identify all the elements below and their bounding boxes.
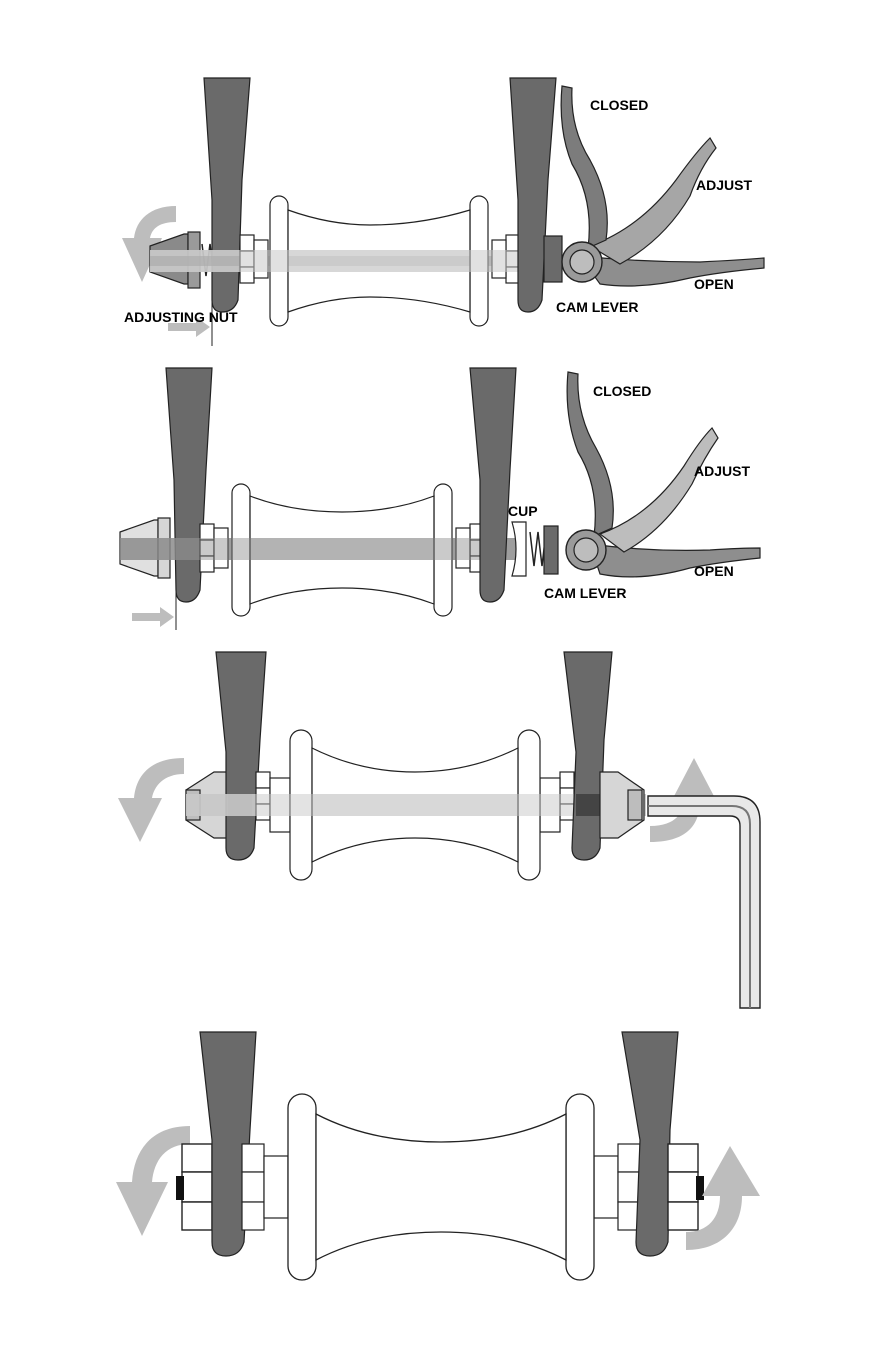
hub-body [316,1114,566,1260]
label-adjust: ADJUST [694,463,750,479]
label-open: OPEN [694,563,734,579]
panel-1: CLOSED ADJUST OPEN CAM LEVER ADJUSTING N… [122,78,764,346]
label-adjust: ADJUST [696,177,752,193]
panel-2: CLOSED ADJUST OPEN CUP CAM LEVER [120,368,760,630]
lever-adjust [600,428,718,552]
label-cam-lever: CAM LEVER [556,299,638,315]
lever-open [580,256,764,286]
lever-open [590,544,760,577]
panel-3 [118,652,760,1008]
lever-adjust [590,138,716,264]
label-cam-lever: CAM LEVER [544,585,626,601]
label-cup: CUP [508,503,538,519]
label-adjusting-nut: ADJUSTING NUT [124,309,238,325]
push-arrow-icon [132,607,174,627]
label-closed: CLOSED [593,383,651,399]
label-closed: CLOSED [590,97,648,113]
rotate-arrow-icon [118,758,184,842]
panel-4 [116,1032,760,1280]
label-open: OPEN [694,276,734,292]
